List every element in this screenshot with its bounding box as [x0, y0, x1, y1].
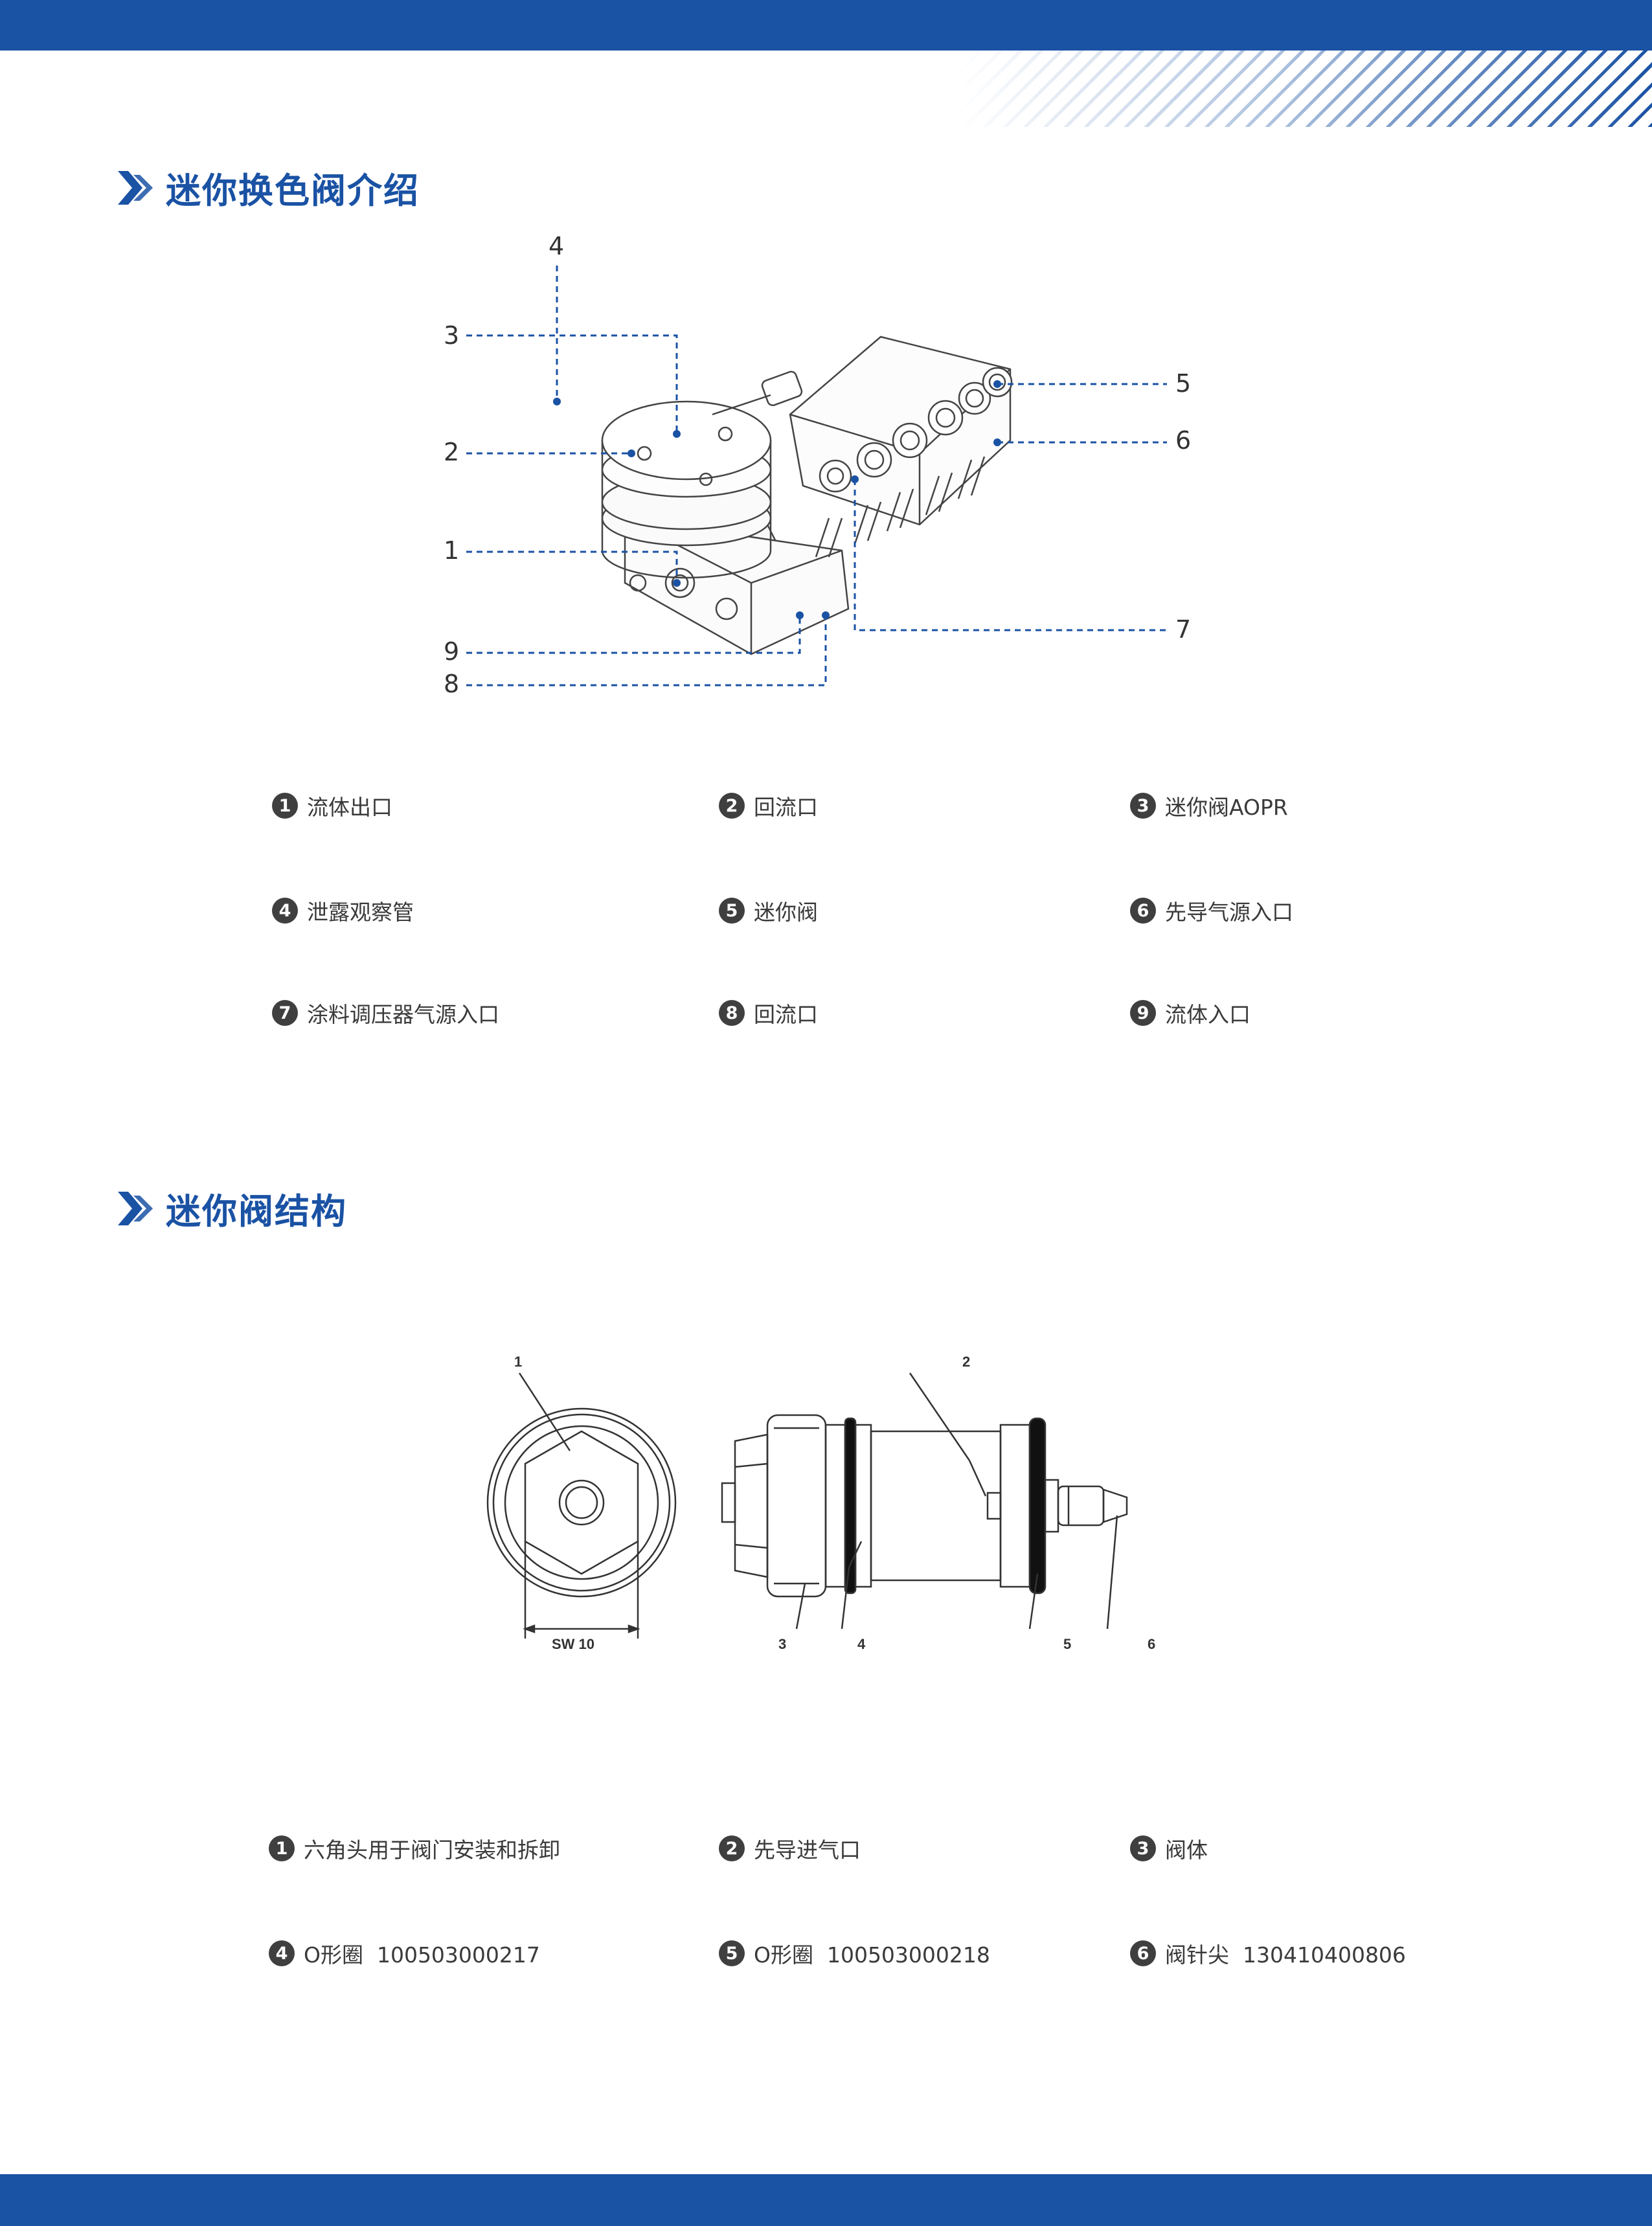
drawing-label-3: 3	[778, 1636, 787, 1652]
callout-7: 7	[1175, 615, 1192, 644]
drawing-label-2: 2	[962, 1354, 971, 1370]
double-chevron-icon	[118, 170, 153, 205]
drawing-label-5: 5	[1063, 1636, 1072, 1652]
callout-9: 9	[444, 637, 460, 666]
valve-illustration	[466, 266, 1167, 687]
callout-3: 3	[444, 321, 460, 350]
bottom-banner	[0, 2174, 1652, 2226]
section-title: 迷你换色阀介绍	[166, 170, 420, 211]
callout-8: 8	[444, 670, 460, 698]
double-chevron-icon	[118, 1191, 153, 1225]
mini-valve-drawing: 1 2 3 4 5 6 SW 10	[479, 1354, 1205, 1664]
top-banner	[0, 0, 1652, 51]
drawing-label-6: 6	[1148, 1636, 1156, 1652]
callout-6: 6	[1175, 426, 1192, 455]
color-change-valve-diagram: 3 2 1 4 5 6 7 9 8	[427, 232, 1217, 712]
section-heading-intro: 迷你换色阀介绍	[117, 162, 420, 213]
drawing-label-1: 1	[514, 1354, 523, 1370]
dimension-label: SW 10	[552, 1636, 595, 1652]
section-title: 迷你阀结构	[166, 1191, 347, 1232]
section-heading-structure: 迷你阀结构	[117, 1183, 347, 1234]
mini-valve-structure-illustration	[486, 1372, 1128, 1639]
callout-5: 5	[1175, 369, 1192, 398]
callout-4: 4	[549, 232, 565, 260]
drawing-label-4: 4	[857, 1636, 866, 1652]
decorative-stripes	[958, 51, 1652, 127]
callout-1: 1	[444, 536, 460, 565]
callout-2: 2	[444, 438, 460, 466]
